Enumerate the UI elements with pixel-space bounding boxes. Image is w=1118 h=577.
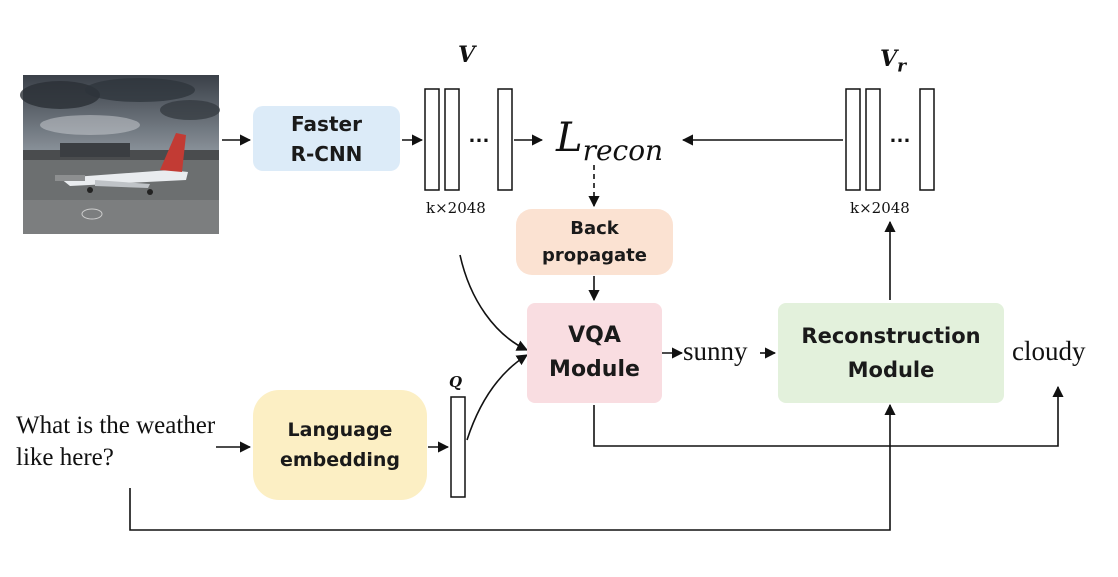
question-vector [450,396,466,498]
faster-rcnn-box-bg [253,106,400,171]
vqa-module-box: VQA Module [549,323,640,382]
ellipsis-right: … [889,122,911,147]
v-r-base: V [880,46,898,72]
arrow-q-to-vqa [466,354,528,441]
v-label: V [458,42,476,68]
language-embedding-box: Language embedding [279,419,400,471]
faster-rcnn-box: Faster R-CNN [290,111,363,166]
back-propagate-box-bg [516,209,673,275]
answer-cloudy: cloudy [1012,336,1086,366]
feature-stack-v [424,88,513,191]
language-embedding-box-bg [253,390,427,500]
back-propagate-box: Back propagate [541,218,647,266]
vqa-module-box-bg [527,303,662,403]
arrow-v-to-vqa [459,254,529,351]
question-text: What is the weather like here? [16,412,216,471]
loss-base: L [556,115,583,161]
dims-left-label: k×2048 [426,199,486,217]
arrow-vqa-to-cloudy [593,385,1064,447]
dims-right-label: k×2048 [850,199,910,217]
v-r-label: Vr [880,46,906,76]
v-r-sub: r [897,56,907,77]
q-label: Q [449,373,463,391]
reconstruction-module-box-bg [778,303,1004,403]
answer-sunny: sunny [683,336,748,366]
loss-label: Lrecon [556,115,663,174]
ellipsis-left: … [468,122,490,147]
arrow-question-to-recon [129,403,896,531]
feature-stack-vr [845,88,935,191]
input-image [20,75,220,234]
loss-sub: recon [582,134,664,167]
reconstruction-module-box: Reconstruction Module [801,324,981,382]
